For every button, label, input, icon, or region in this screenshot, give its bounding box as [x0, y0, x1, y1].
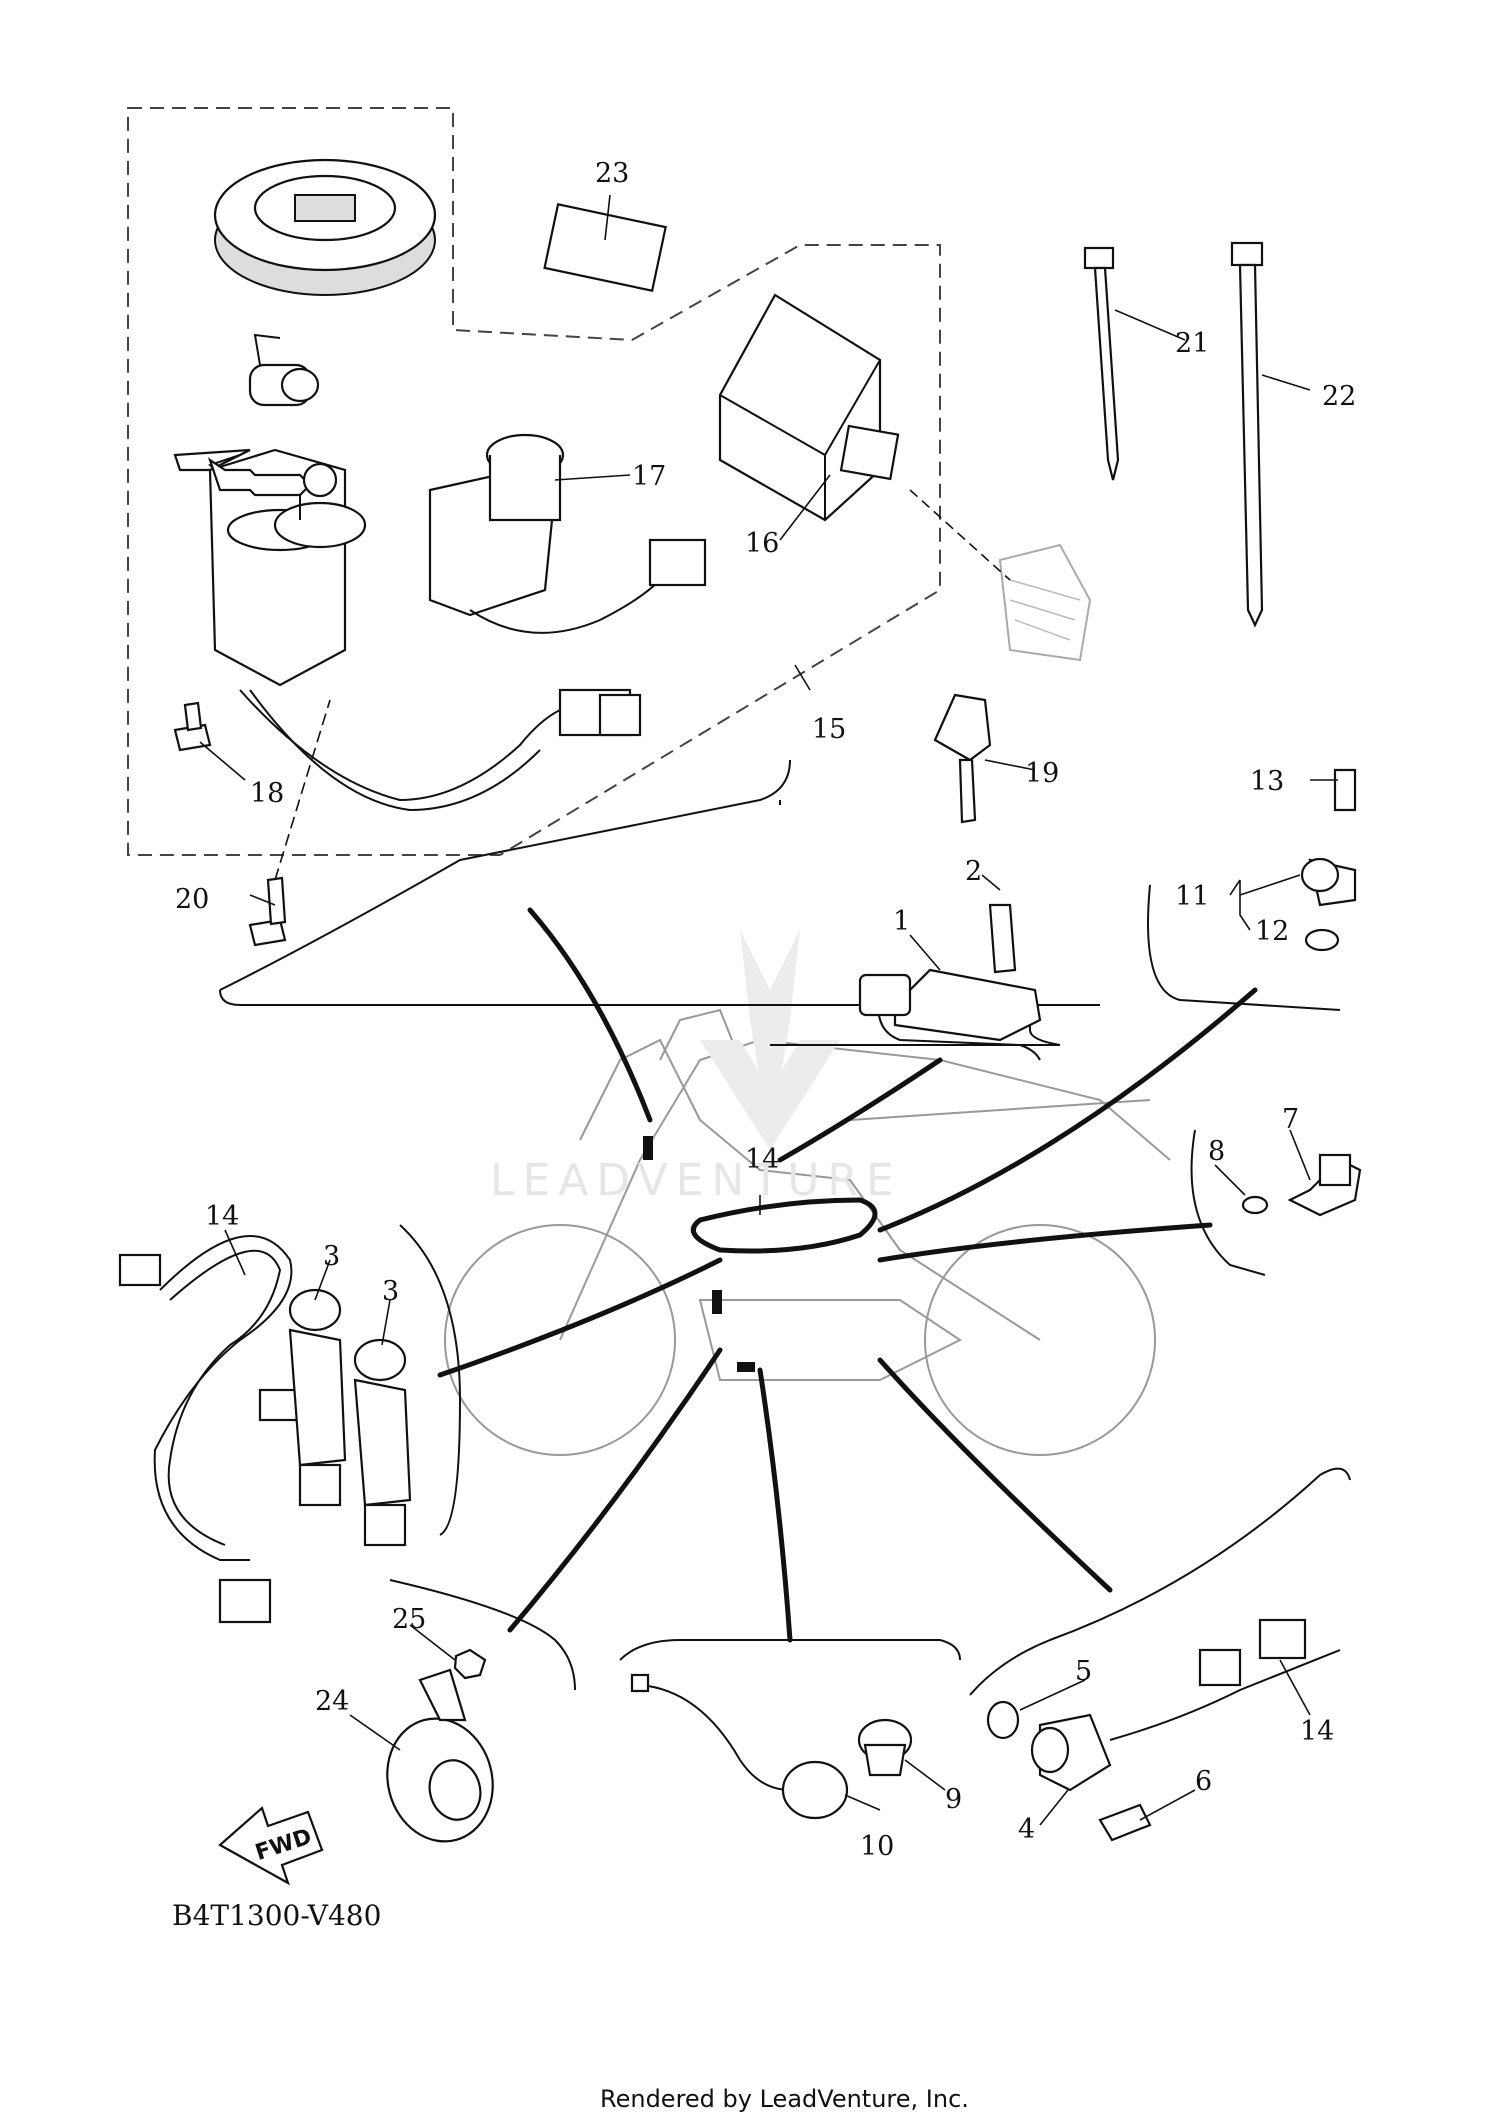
callout-14-right: 14	[1300, 1716, 1334, 1747]
callout-4: 4	[1018, 1814, 1035, 1845]
crank-sensor-3a-part	[288, 1288, 347, 1507]
cable-tie-22-part	[1230, 241, 1264, 628]
callout-13: 13	[1250, 766, 1284, 797]
cable-tie-21-part	[1083, 246, 1120, 481]
bolt-18-part	[173, 701, 212, 752]
ignition-kit-boundary	[127, 107, 941, 856]
nut-part	[453, 1648, 487, 1680]
leader-lines	[199, 194, 1338, 1826]
callout-11: 11	[1175, 881, 1209, 912]
callout-3a: 3	[323, 1241, 340, 1272]
key-blank-part	[933, 693, 992, 824]
callout-9: 9	[945, 1784, 962, 1815]
callout-25: 25	[392, 1604, 426, 1635]
harness-14-left-part	[118, 1235, 302, 1624]
callout-10: 10	[860, 1831, 894, 1862]
callout-8: 8	[1208, 1136, 1225, 1167]
fwd-arrow-icon: FWD	[218, 1806, 324, 1886]
immobilizer-part	[428, 433, 707, 634]
fuel-cap-part	[213, 158, 437, 296]
callout-1: 1	[893, 906, 910, 937]
harness-markers	[643, 1136, 755, 1372]
link-lines	[437, 907, 1258, 1643]
watermark: LEADVENTURE	[490, 1155, 902, 1206]
ignition-switch-part	[173, 448, 642, 812]
group-brackets	[219, 759, 1351, 1696]
horn-part	[386, 1668, 494, 1843]
callout-7: 7	[1282, 1104, 1299, 1135]
callout-14-left: 14	[205, 1201, 239, 1232]
key-part	[207, 457, 338, 498]
footer-credit: Rendered by LeadVenture, Inc.	[600, 2085, 969, 2113]
diagram-code: B4T1300-V480	[172, 1899, 381, 1932]
callout-labels: 1 2 3 3 4 5 6 7 8 9 10 11 12 13 14 14 14…	[175, 158, 1356, 1862]
callout-12: 12	[1255, 916, 1289, 947]
sensor-1-part	[858, 903, 1042, 1042]
sender-7-part	[1241, 1153, 1362, 1217]
sensor-11-part	[1300, 768, 1357, 952]
callout-5: 5	[1075, 1656, 1092, 1687]
label-plate-part	[543, 202, 667, 293]
callout-22: 22	[1322, 381, 1356, 412]
bolt-20-part	[248, 699, 331, 947]
callout-23: 23	[595, 158, 629, 189]
callout-16: 16	[745, 528, 779, 559]
sensor-10-part	[630, 1673, 849, 1820]
lock-cylinder-part	[248, 333, 320, 407]
ecu-part	[718, 293, 900, 522]
callout-21: 21	[1175, 328, 1209, 359]
switch-9-part	[857, 1718, 913, 1777]
ecu-connector-ghost	[909, 489, 1092, 662]
callout-2: 2	[965, 856, 982, 887]
sensor-4-part	[986, 1618, 1341, 1842]
crank-sensor-3b-part	[353, 1338, 412, 1547]
callout-19: 19	[1025, 758, 1059, 789]
callout-3b: 3	[382, 1276, 399, 1307]
callout-18: 18	[250, 778, 284, 809]
callout-24: 24	[315, 1686, 349, 1717]
callout-20: 20	[175, 884, 209, 915]
callout-14-center: 14	[745, 1144, 779, 1175]
callout-6: 6	[1195, 1766, 1212, 1797]
watermark-logo	[700, 930, 840, 1150]
callout-17: 17	[632, 461, 666, 492]
callout-15: 15	[812, 714, 846, 745]
